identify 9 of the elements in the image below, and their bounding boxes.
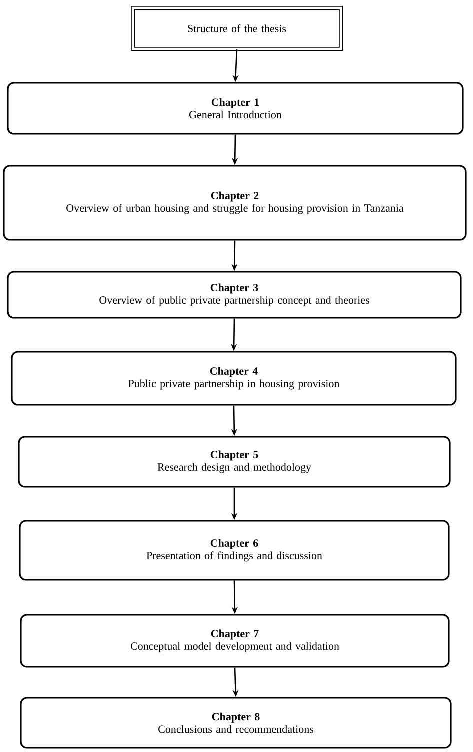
- chapter-box: Chapter 1 General Introduction: [7, 82, 464, 135]
- chapter-box: Chapter 4 Public private partnership in housing provision: [11, 351, 457, 406]
- chapter-box: Chapter 7 Conceptual model development and validation: [20, 614, 450, 668]
- chapter-box: Chapter 8 Conclusions and recommendations: [20, 697, 452, 749]
- title-box: Structure of the thesis: [131, 6, 343, 51]
- chapter-box: Chapter 5 Research design and methodology: [18, 436, 451, 488]
- chapter-box: Chapter 2 Overview of urban housing and struggle for housing provision in Tanzania: [3, 165, 467, 241]
- chapter-box: Chapter 6 Presentation of findings and discussion: [19, 520, 450, 581]
- chapter-box: Chapter 3 Overview of public private partnership concept and theories: [7, 271, 462, 319]
